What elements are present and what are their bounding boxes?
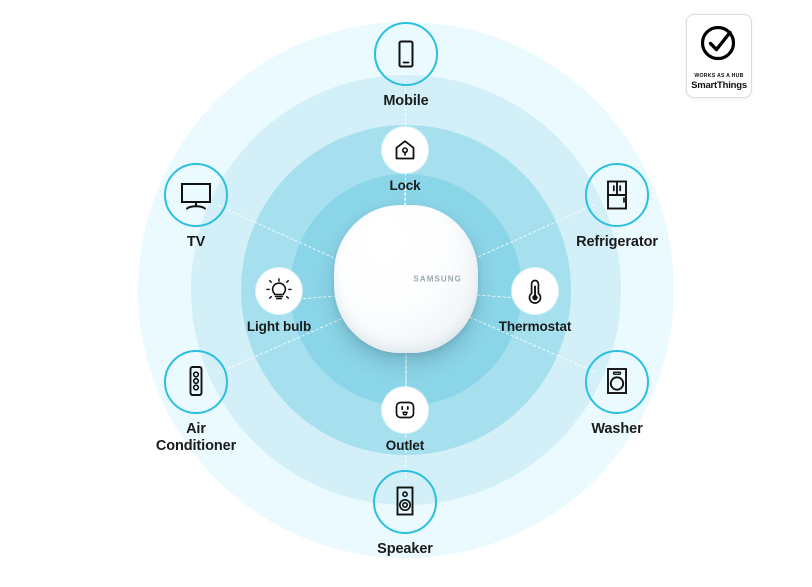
door-lock-icon [382, 127, 428, 173]
device-label-refrigerator: Refrigerator [576, 234, 658, 250]
device-node-light-bulb[interactable]: Light bulb [209, 268, 349, 335]
air-conditioner-icon [164, 350, 228, 414]
device-node-tv[interactable]: TV [126, 163, 266, 251]
device-label-thermostat: Thermostat [498, 319, 572, 334]
device-node-mobile[interactable]: Mobile [336, 22, 476, 110]
badge-brand-label: SmartThings [691, 80, 747, 91]
mobile-phone-icon [374, 22, 438, 86]
smartthings-hub-device: SAMSUNG [334, 205, 478, 353]
speaker-icon [373, 470, 437, 534]
samsung-wordmark: SAMSUNG [413, 274, 462, 284]
device-label-speaker: Speaker [377, 541, 433, 557]
device-node-lock[interactable]: Lock [335, 127, 475, 194]
power-outlet-icon [382, 387, 428, 433]
thermometer-icon [512, 268, 558, 314]
device-label-light-bulb: Light bulb [246, 319, 312, 334]
check-circle-icon [699, 23, 739, 68]
device-node-speaker[interactable]: Speaker [335, 470, 475, 558]
device-label-outlet: Outlet [385, 438, 425, 453]
television-icon [164, 163, 228, 227]
device-node-thermostat[interactable]: Thermostat [465, 268, 605, 335]
device-label-washer: Washer [591, 421, 643, 437]
refrigerator-icon [585, 163, 649, 227]
device-node-washer[interactable]: Washer [547, 350, 687, 438]
works-as-a-hub-badge: WORKS AS A HUB SmartThings [686, 14, 752, 98]
badge-works-label: WORKS AS A HUB [694, 73, 744, 79]
device-node-refrigerator[interactable]: Refrigerator [547, 163, 687, 251]
washing-machine-icon [585, 350, 649, 414]
device-label-tv: TV [186, 234, 206, 250]
device-node-outlet[interactable]: Outlet [335, 387, 475, 454]
device-label-mobile: Mobile [383, 93, 429, 109]
device-label-lock: Lock [389, 178, 421, 193]
light-bulb-icon [256, 268, 302, 314]
